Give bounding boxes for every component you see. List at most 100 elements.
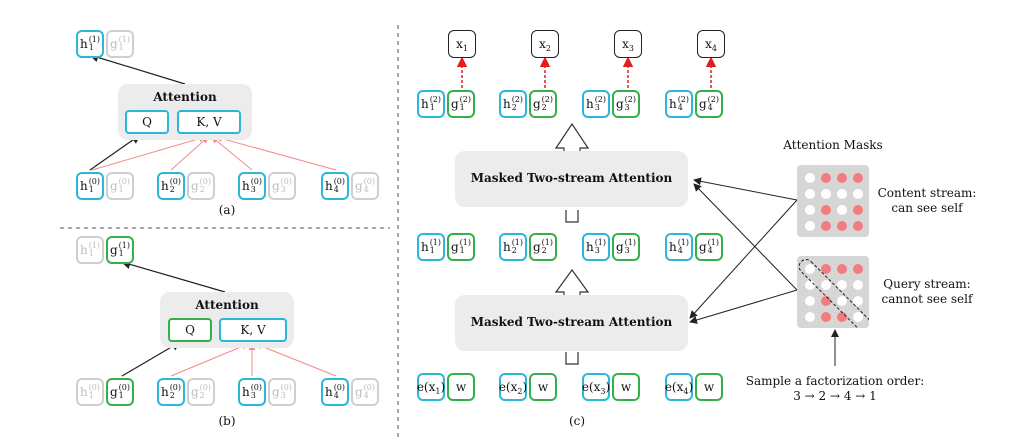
query-mask-diagonal-outline bbox=[798, 259, 869, 328]
token-subscript: 3 bbox=[280, 391, 286, 400]
token-superscript: (1) bbox=[459, 238, 472, 247]
token-indices: (1)3 bbox=[595, 239, 606, 255]
token-subscript: 2 bbox=[199, 391, 205, 400]
mask-dot-off bbox=[821, 189, 831, 199]
token-indices: (0)3 bbox=[251, 178, 262, 194]
c-layer1-token: g(1)1 bbox=[447, 233, 475, 261]
token-indices: (0)2 bbox=[170, 384, 181, 400]
token-indices: (0)1 bbox=[89, 178, 100, 194]
token-superscript: (0) bbox=[333, 383, 346, 392]
token-indices: (2)1 bbox=[430, 96, 441, 112]
token-indices: (0)4 bbox=[334, 384, 345, 400]
token-text: w bbox=[455, 380, 467, 394]
mask-dot-off bbox=[853, 189, 863, 199]
token-base: h bbox=[79, 179, 88, 193]
token-superscript: (0) bbox=[199, 177, 212, 186]
a-bottom-token: g(0)4 bbox=[351, 172, 379, 200]
token-indices: (0)4 bbox=[334, 178, 345, 194]
token-subscript: 1 bbox=[118, 185, 124, 194]
a-bottom-token: g(0)2 bbox=[187, 172, 215, 200]
mask-dot-off bbox=[821, 280, 831, 290]
token-base: g bbox=[190, 179, 199, 193]
token-indices: (0)1 bbox=[119, 178, 130, 194]
token-base: h bbox=[502, 240, 511, 254]
token-superscript: (2) bbox=[594, 95, 607, 104]
b-bottom-token: h(0)1 bbox=[76, 378, 104, 406]
token-indices: (0)3 bbox=[251, 384, 262, 400]
hollow-up-arrow-bottom bbox=[565, 352, 579, 365]
token-superscript: (1) bbox=[707, 238, 720, 247]
token-indices: (1)1 bbox=[460, 239, 471, 255]
token-base: h bbox=[79, 37, 88, 51]
token-superscript: (1) bbox=[88, 35, 101, 44]
token-indices: (2)1 bbox=[460, 96, 471, 112]
token-base: g bbox=[698, 240, 707, 254]
token-indices: (1)1 bbox=[430, 239, 441, 255]
query-stream-line1: Query stream: bbox=[883, 277, 971, 291]
token-subscript: 1 bbox=[88, 391, 94, 400]
mask-dot-off bbox=[805, 312, 815, 322]
token-superscript: (1) bbox=[541, 238, 554, 247]
token-indices: (0)4 bbox=[364, 178, 375, 194]
content-stream-line1: Content stream: bbox=[877, 186, 977, 200]
token-base: g bbox=[532, 240, 541, 254]
b-kv-line-3 bbox=[255, 342, 337, 377]
token-subscript: 3 bbox=[594, 246, 600, 255]
token-base: h bbox=[79, 385, 88, 399]
token-superscript: (1) bbox=[511, 238, 524, 247]
c-layer1-token: h(1)3 bbox=[582, 233, 610, 261]
token-superscript: (2) bbox=[541, 95, 554, 104]
token-subscript: 1 bbox=[118, 43, 124, 52]
attention-masks-title: Attention Masks bbox=[783, 138, 883, 152]
mask-dot-on bbox=[821, 205, 831, 215]
mask-dot-on bbox=[821, 312, 831, 322]
token-subscript: 3 bbox=[628, 43, 634, 53]
mask-dot-on bbox=[853, 264, 863, 274]
token-base: g bbox=[450, 97, 459, 111]
c-layer1-token: g(1)4 bbox=[695, 233, 723, 261]
token-superscript: (2) bbox=[459, 95, 472, 104]
mask-dot-on bbox=[853, 173, 863, 183]
token-superscript: (2) bbox=[511, 95, 524, 104]
a-bottom-token: h(0)3 bbox=[238, 172, 266, 200]
token-base: g bbox=[109, 179, 118, 193]
token-subscript: 4 bbox=[333, 185, 339, 194]
c-attention-block-bottom: Masked Two-stream Attention bbox=[455, 295, 688, 351]
token-subscript: 3 bbox=[624, 246, 630, 255]
token-subscript: 4 bbox=[677, 103, 683, 112]
token-indices: (0)3 bbox=[281, 384, 292, 400]
token-superscript: (0) bbox=[118, 383, 131, 392]
a-top-g-token: g(1)1 bbox=[106, 30, 134, 58]
token-subscript: 4 bbox=[333, 391, 339, 400]
token-indices: (2)4 bbox=[708, 96, 719, 112]
token-indices: (1)3 bbox=[625, 239, 636, 255]
token-superscript: (0) bbox=[118, 177, 131, 186]
c-input-token: w bbox=[529, 373, 557, 401]
token-base: h bbox=[585, 240, 594, 254]
b-top-h-token: h(1)1 bbox=[76, 236, 104, 264]
a-kv-box: K, V bbox=[177, 110, 241, 134]
mask-dot-off bbox=[837, 280, 847, 290]
c-input-token: w bbox=[695, 373, 723, 401]
b-attention-title: Attention bbox=[195, 298, 259, 312]
a-output-arrow bbox=[88, 52, 186, 85]
token-indices: (0)4 bbox=[364, 384, 375, 400]
mask-dot-off bbox=[853, 296, 863, 306]
c-caption: (c) bbox=[568, 414, 586, 428]
a-top-h-token: h(1)1 bbox=[76, 30, 104, 58]
token-subscript: 4 bbox=[707, 103, 713, 112]
token-superscript: (1) bbox=[594, 238, 607, 247]
a-kv-line-3 bbox=[211, 136, 253, 171]
token-subscript: 4 bbox=[363, 391, 369, 400]
token-subscript: 4 bbox=[677, 246, 683, 255]
token-indices: (2)2 bbox=[542, 96, 553, 112]
c-layer1-token: h(1)1 bbox=[417, 233, 445, 261]
token-base: g bbox=[354, 179, 363, 193]
token-superscript: (0) bbox=[363, 177, 376, 186]
